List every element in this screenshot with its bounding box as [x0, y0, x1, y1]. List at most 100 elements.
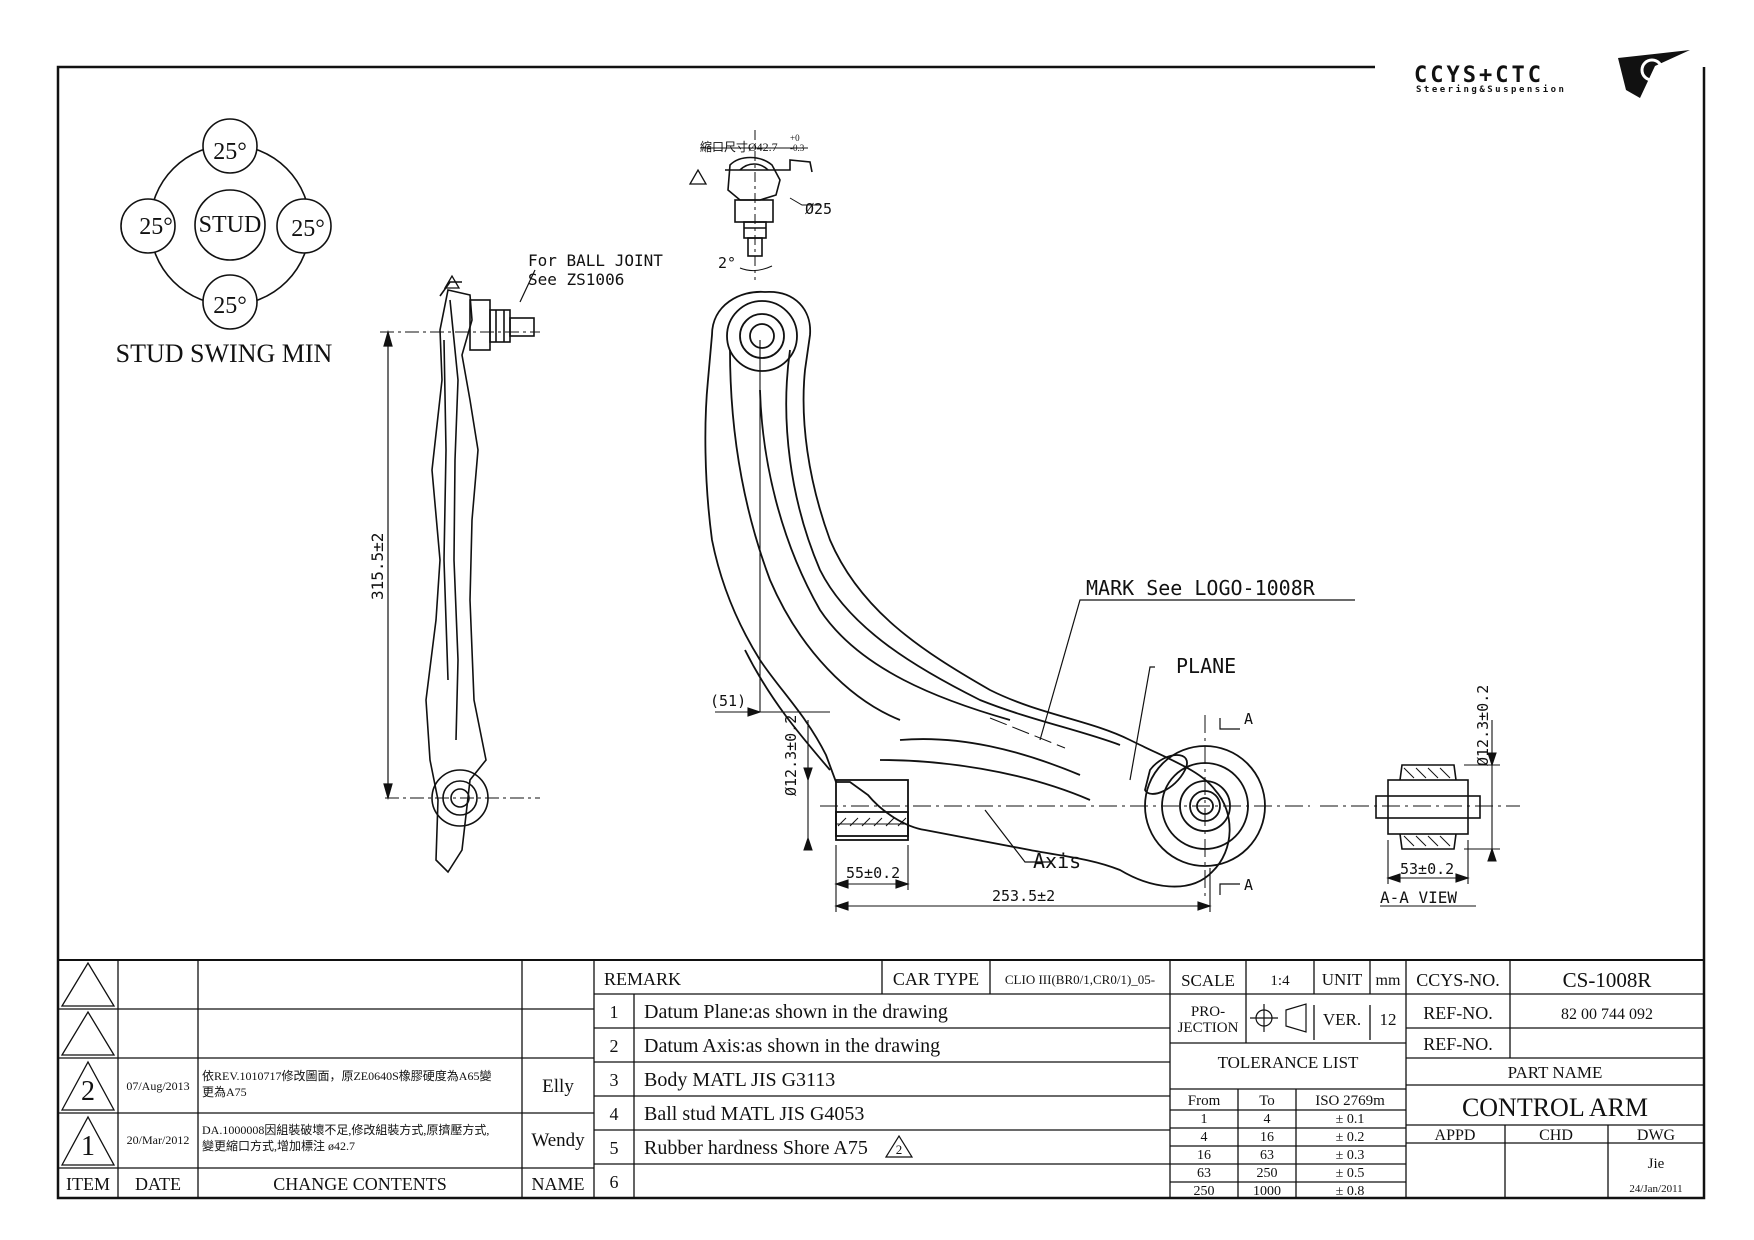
ref-no-value: 82 00 744 092 [1561, 1006, 1653, 1023]
ver-label: VER. [1323, 1010, 1361, 1029]
drawn-by: Jie [1648, 1156, 1665, 1172]
logo-subtitle: Steering&Suspension [1416, 84, 1566, 95]
scale-value: 1:4 [1270, 973, 1290, 989]
rev-header-date: DATE [135, 1174, 181, 1194]
projection-label-1: PRO- [1191, 1004, 1225, 1020]
ver-value: 12 [1380, 1010, 1397, 1029]
axis-label: Axis [1033, 849, 1081, 873]
remark-n-5: 5 [610, 1138, 619, 1158]
chd-label: CHD [1539, 1127, 1573, 1144]
ref-no-label: REF-NO. [1423, 1003, 1493, 1023]
ball-joint-warning-icon [443, 274, 461, 289]
rev-contents-2a: 依REV.1010717修改圖面，原ZE0640S橡膠硬度為A65變 [202, 1068, 491, 1083]
unit-label: UNIT [1322, 970, 1363, 989]
projection-symbol-icon [1250, 1003, 1307, 1033]
swing-left: 25° [139, 214, 173, 240]
dimension-height [383, 329, 393, 801]
remark-n-2: 2 [610, 1036, 619, 1056]
tol-row-2-from: 16 [1197, 1148, 1211, 1163]
swing-top: 25° [213, 139, 247, 165]
tol-header-iso: ISO 2769m [1315, 1093, 1385, 1109]
ccys-no-value: CS-1008R [1563, 968, 1652, 992]
remark-n-3: 3 [610, 1070, 619, 1090]
section-aa-view [1375, 764, 1481, 850]
tol-row-4-from: 250 [1194, 1184, 1215, 1199]
company-logo: CCYS+CTC Steering&Suspension [1414, 50, 1690, 98]
dim-bore-right: Ø12.3±0.2 [1474, 685, 1492, 766]
angle-label: 2° [718, 254, 736, 272]
ref-no-label-2: REF-NO. [1423, 1034, 1493, 1054]
revision-mark-icon [884, 1134, 914, 1158]
crimp-tol-lower: -0.3 [790, 143, 805, 153]
tol-row-1-val: ± 0.2 [1336, 1130, 1365, 1145]
rev-contents-1b: 變更縮口方式,增加標注 ø42.7 [202, 1138, 355, 1153]
tol-row-4-to: 1000 [1253, 1184, 1281, 1199]
tol-header-from: From [1188, 1093, 1221, 1109]
remark-n-6: 6 [610, 1172, 619, 1192]
dia25-label: Ø25 [805, 200, 832, 218]
tol-row-1-to: 16 [1260, 1130, 1274, 1145]
rev-date-2: 07/Aug/2013 [126, 1079, 189, 1093]
tol-row-0-to: 4 [1264, 1112, 1271, 1127]
dim-bushing-width: 55±0.2 [846, 864, 900, 882]
swing-bottom: 25° [213, 293, 247, 319]
tol-row-4-val: ± 0.8 [1336, 1184, 1365, 1199]
revision-triangles [60, 961, 116, 1166]
unit-value: mm [1376, 972, 1401, 989]
section-view-label: A-A VIEW [1380, 888, 1457, 907]
tol-row-2-to: 63 [1260, 1148, 1274, 1163]
plane-label: PLANE [1176, 654, 1236, 678]
swing-center: STUD [199, 212, 262, 238]
remark-n-1: 1 [610, 1002, 619, 1022]
drawing-date: 24/Jan/2011 [1629, 1183, 1682, 1195]
ball-joint-detail [700, 130, 820, 280]
rev-name-2: Elly [542, 1076, 574, 1097]
tol-row-2-val: ± 0.3 [1336, 1148, 1365, 1163]
car-type-value: CLIO III(BR0/1,CR0/1)_05- [1005, 972, 1155, 987]
tol-row-0-val: ± 0.1 [1336, 1112, 1365, 1127]
swing-right: 25° [291, 216, 325, 242]
remark-text-5: Rubber hardness Shore A75 [644, 1137, 868, 1159]
title-block-grid [58, 959, 1704, 1198]
rev-header-name: NAME [532, 1174, 585, 1194]
remark-text-3: Body MATL JIS G3113 [644, 1069, 835, 1091]
part-name-value: CONTROL ARM [1462, 1093, 1648, 1122]
remark-n-4: 4 [610, 1104, 619, 1124]
tol-row-3-to: 250 [1257, 1166, 1278, 1181]
projection-label-2: JECTION [1178, 1020, 1239, 1036]
sheet-border [56, 65, 1706, 1200]
logo-mark-icon [1618, 50, 1690, 98]
ball-joint-note-1: For BALL JOINT [528, 251, 663, 270]
crimp-warning-icon [688, 168, 708, 185]
tol-row-3-from: 63 [1197, 1166, 1211, 1181]
section-a-top: A [1244, 710, 1253, 728]
dimension-lines [715, 340, 1212, 912]
dim-section-width: 53±0.2 [1400, 860, 1454, 878]
rev-name-1: Wendy [531, 1130, 585, 1151]
section-a-bottom: A [1244, 876, 1253, 894]
rev-contents-1a: DA.1000008因組裝破壞不足,修改組裝方式,原擠壓方式, [202, 1122, 489, 1137]
dim-height-label: 315.5±2 [368, 533, 387, 600]
rev-header-item: ITEM [66, 1174, 110, 1194]
remark-text-4: Ball stud MATL JIS G4053 [644, 1103, 864, 1125]
tol-row-0-from: 1 [1201, 1112, 1208, 1127]
side-view [380, 281, 540, 874]
car-type-label: CAR TYPE [893, 969, 979, 989]
crimp-label: 縮口尺寸Ø42.7 [700, 139, 778, 154]
stud-swing-diagram [120, 118, 332, 330]
rev-contents-2b: 更為A75 [202, 1085, 247, 1099]
remark-text-2: Datum Axis:as shown in the drawing [644, 1035, 940, 1057]
dim-offset: (51) [710, 692, 746, 710]
logo-text: CCYS+CTC [1414, 63, 1544, 88]
appd-label: APPD [1435, 1127, 1476, 1144]
crimp-tol-upper: +0 [790, 133, 800, 143]
tol-header-to: To [1259, 1093, 1275, 1109]
remark-label: REMARK [604, 969, 681, 989]
part-name-label: PART NAME [1508, 1063, 1603, 1082]
tolerance-title: TOLERANCE LIST [1218, 1053, 1359, 1072]
center-lines [820, 715, 1520, 900]
tol-row-1-from: 4 [1201, 1130, 1208, 1145]
scale-label: SCALE [1181, 971, 1235, 990]
rev-header-contents: CHANGE CONTENTS [273, 1174, 447, 1194]
